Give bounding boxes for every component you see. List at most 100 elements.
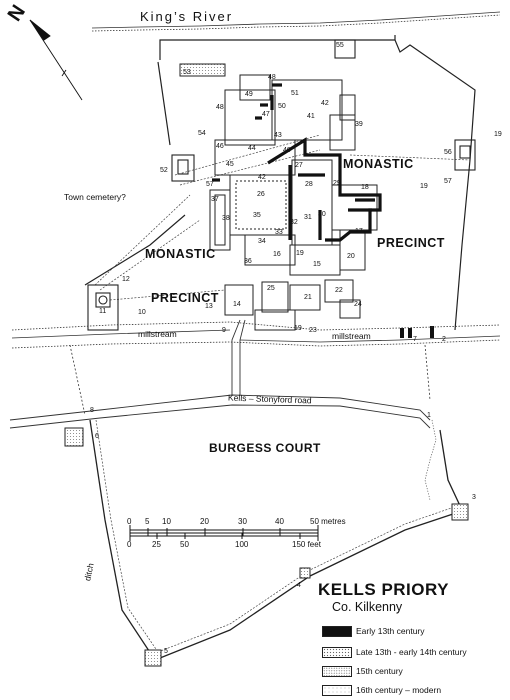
feature-number: 7 xyxy=(413,336,417,343)
feature-number: 33 xyxy=(275,229,283,236)
feature-number: 55 xyxy=(336,42,344,49)
scale-tick-label: 10 xyxy=(162,517,171,526)
feature-number: 17 xyxy=(355,228,363,235)
feature-number: 19 xyxy=(494,131,502,138)
burgess-court-wall xyxy=(89,419,466,661)
feature-number: 54 xyxy=(198,130,206,137)
feature-number: 22 xyxy=(335,287,343,294)
feature-number: 41 xyxy=(307,113,315,120)
tower-56 xyxy=(454,139,476,171)
map-title: KELLS PRIORY xyxy=(318,580,449,599)
millstream-label-left: millstream xyxy=(138,329,177,339)
feature-number: 42 xyxy=(321,100,329,107)
feature-number: 50 xyxy=(278,103,286,110)
scale-bar xyxy=(129,525,319,541)
feature-number: 34 xyxy=(258,238,266,245)
feature-number: 35 xyxy=(253,212,261,219)
feature-number: 30 xyxy=(318,211,326,218)
feature-number: 11 xyxy=(99,308,107,315)
scale-tick-label: 50 xyxy=(180,540,189,549)
feature-number: 44 xyxy=(248,145,256,152)
feature-number: 19 xyxy=(420,183,428,190)
feature-number: 14 xyxy=(233,301,241,308)
zone-burgess-court: BURGESS COURT xyxy=(209,441,321,455)
tower-52 xyxy=(171,154,195,182)
feature-number: 9 xyxy=(222,327,226,334)
river-bank xyxy=(91,11,501,32)
feature-number: 1 xyxy=(427,412,431,419)
feature-number: 10 xyxy=(138,309,146,316)
scale-tick-label: 30 xyxy=(238,517,247,526)
lower-precinct-line xyxy=(69,344,431,416)
zone-precinct-upper: PRECINCT xyxy=(377,236,445,250)
north-arrow xyxy=(29,19,83,101)
feature-number: 37 xyxy=(211,196,219,203)
town-cemetery-label: Town cemetery? xyxy=(64,192,126,202)
feature-number: 48 xyxy=(216,104,224,111)
feature-number: 46 xyxy=(216,143,224,150)
feature-number: 3 xyxy=(472,494,476,501)
feature-number: 51 xyxy=(291,90,299,97)
feature-number: 28 xyxy=(305,181,313,188)
tower-11 xyxy=(87,284,119,331)
tower-5 xyxy=(144,649,162,667)
legend-swatch-15th xyxy=(322,666,352,677)
feature-number: 56 xyxy=(444,149,452,156)
zone-monastic-upper: MONASTIC xyxy=(343,157,414,171)
legend-swatch-late-13th xyxy=(322,647,352,658)
feature-number: 13 xyxy=(205,303,213,310)
feature-number: 18 xyxy=(361,184,369,191)
feature-number: 16 xyxy=(273,251,281,258)
feature-number: 6 xyxy=(95,433,99,440)
tower-4 xyxy=(299,567,311,579)
feature-number: 45 xyxy=(226,161,234,168)
feature-number: 36 xyxy=(244,258,252,265)
early-13th-blocks xyxy=(400,326,434,338)
feature-number: 4 xyxy=(297,582,301,589)
feature-number: 8 xyxy=(90,407,94,414)
feature-number: 27 xyxy=(295,162,303,169)
feature-number: 23 xyxy=(309,327,317,334)
zone-precinct-lower: PRECINCT xyxy=(151,291,219,305)
feature-number: 25 xyxy=(267,285,275,292)
millstream xyxy=(11,321,501,349)
feature-number: 2 xyxy=(442,336,446,343)
scale-tick-label: 40 xyxy=(275,517,284,526)
feature-number: 32 xyxy=(290,219,298,226)
map-subtitle: Co. Kilkenny xyxy=(332,600,403,614)
legend-swatch-16th-modern xyxy=(322,685,352,696)
feature-number: 52 xyxy=(160,167,168,174)
legend-label: 15th century xyxy=(356,666,403,676)
feature-number: 12 xyxy=(122,276,130,283)
legend-label: 16th century – modern xyxy=(356,685,442,695)
feature-number: 21 xyxy=(304,294,312,301)
side-stream xyxy=(424,419,437,501)
upper-precinct-wall xyxy=(84,35,476,331)
feature-number: 38 xyxy=(222,215,230,222)
scale-tick-label: 20 xyxy=(200,517,209,526)
feature-number: 57 xyxy=(206,181,214,188)
scale-tick-label: 5 xyxy=(145,517,150,526)
legend-label: Late 13th - early 14th century xyxy=(356,647,467,657)
legend-swatch-early-13th xyxy=(322,626,352,637)
zone-monastic-lower: MONASTIC xyxy=(145,247,216,261)
feature-number: 29 xyxy=(333,180,341,187)
feature-number: 42 xyxy=(258,174,266,181)
feature-number: 15 xyxy=(313,261,321,268)
precinct-hatched-walls xyxy=(94,134,471,301)
tower-6 xyxy=(64,427,84,447)
feature-number: 39 xyxy=(355,121,363,128)
feature-number: 20 xyxy=(347,253,355,260)
feature-number: 49 xyxy=(245,91,253,98)
feature-number: 47 xyxy=(262,111,270,118)
river-label: King’s River xyxy=(140,9,234,24)
feature-number: 19 xyxy=(296,250,304,257)
tower-3 xyxy=(451,503,469,521)
legend-label: Early 13th century xyxy=(356,626,425,636)
feature-number: 40 xyxy=(283,147,291,154)
feature-number: 26 xyxy=(257,191,265,198)
road xyxy=(9,319,431,429)
feature-number: 57 xyxy=(444,178,452,185)
scale-tick-label: 50 metres xyxy=(310,517,346,526)
